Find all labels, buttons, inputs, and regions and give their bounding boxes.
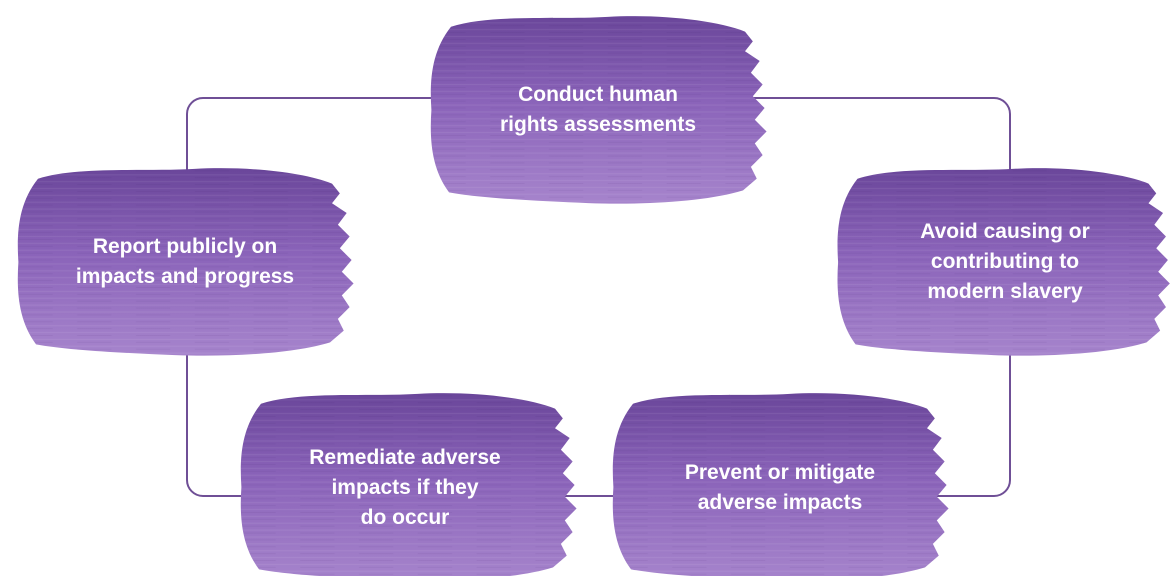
step-label-report: Report publicly on impacts and progress bbox=[75, 235, 295, 288]
step-label-avoid: Avoid causing or contributing to modern … bbox=[920, 220, 1090, 303]
step-label-prevent: Prevent or mitigate adverse impacts bbox=[684, 461, 876, 514]
step-label-assess: Conduct human rights assessments bbox=[499, 83, 697, 136]
step-label-remediate: Remediate adverse impacts if they do occ… bbox=[309, 446, 501, 529]
